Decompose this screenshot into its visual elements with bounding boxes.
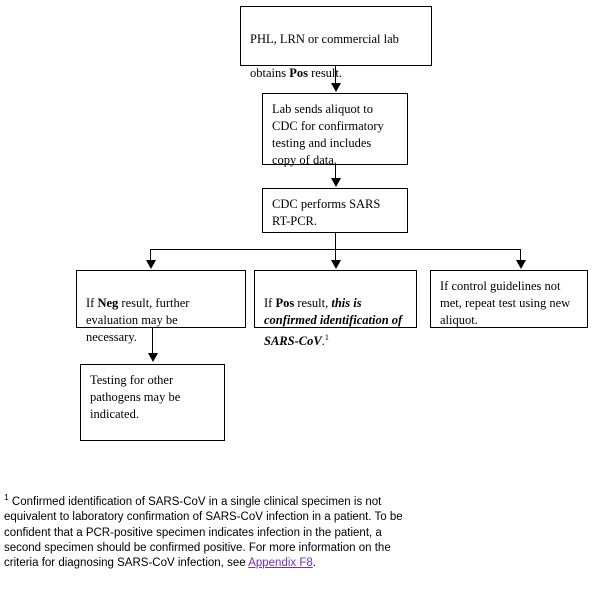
- appendix-f8-link[interactable]: Appendix F8: [248, 557, 313, 570]
- split-branch-middle-line: [335, 249, 336, 263]
- connector-n1-n2-line: [335, 66, 336, 87]
- split-branch-middle-arrowhead: [331, 260, 341, 269]
- connector-n2-n3-arrowhead: [331, 178, 341, 187]
- footnote-text: Confirmed identification of SARS-CoV in …: [4, 495, 403, 570]
- connector-n2-n3-line: [335, 165, 336, 183]
- node-text-bold: Neg: [97, 296, 119, 310]
- split-branch-right-arrowhead: [516, 260, 526, 269]
- connector-n1-n2-arrowhead: [331, 83, 341, 92]
- node-lab-obtains-pos: PHL, LRN or commercial lab obtains Pos r…: [240, 6, 432, 80]
- split-stem-line: [335, 233, 336, 250]
- node-testing-other-pathogens: Testing for other pathogens may be indic…: [80, 364, 225, 441]
- node-neg-result: If Neg result, further evaluation may be…: [76, 270, 246, 344]
- node-text-plain: If: [264, 296, 276, 310]
- footnote-block: 1 Confirmed identification of SARS-CoV i…: [4, 490, 404, 572]
- footnote-text-end: .: [312, 557, 316, 570]
- node-text-bold-italic: this is confirmed identification of SARS…: [264, 296, 403, 349]
- footnote-marker: 1: [4, 492, 9, 502]
- node-text-plain: If: [86, 296, 98, 310]
- split-branch-left-arrowhead: [146, 260, 156, 269]
- node-line-1: PHL, LRN or commercial lab: [250, 32, 399, 46]
- connector-n4-n7-line: [152, 328, 153, 358]
- node-text-bold: Pos: [289, 66, 308, 80]
- node-text-plain-3: .: [321, 334, 325, 349]
- node-cdc-performs-rtpcr: CDC performs SARS RT-PCR.: [262, 188, 408, 233]
- node-text-plain-2: result, further evaluation may be necess…: [86, 296, 190, 344]
- split-branch-left-line: [150, 249, 151, 263]
- node-text-plain-2: result,: [294, 296, 332, 310]
- connector-n4-n7-arrowhead: [148, 353, 158, 362]
- node-pos-result-confirmed: If Pos result, this is confirmed identif…: [254, 270, 417, 348]
- split-branch-right-line: [520, 249, 521, 263]
- node-text-plain-2: result.: [307, 66, 343, 80]
- node-text-bold: Pos: [275, 296, 295, 310]
- node-lab-sends-aliquot: Lab sends aliquot to CDC for confirmator…: [262, 93, 408, 167]
- node-control-guidelines-not-met: If control guidelines not met, repeat te…: [430, 270, 588, 328]
- footnote-superscript-marker: 1: [324, 332, 330, 342]
- node-line-2: obtains Pos result.: [250, 65, 422, 82]
- node-text-plain: obtains: [250, 66, 290, 80]
